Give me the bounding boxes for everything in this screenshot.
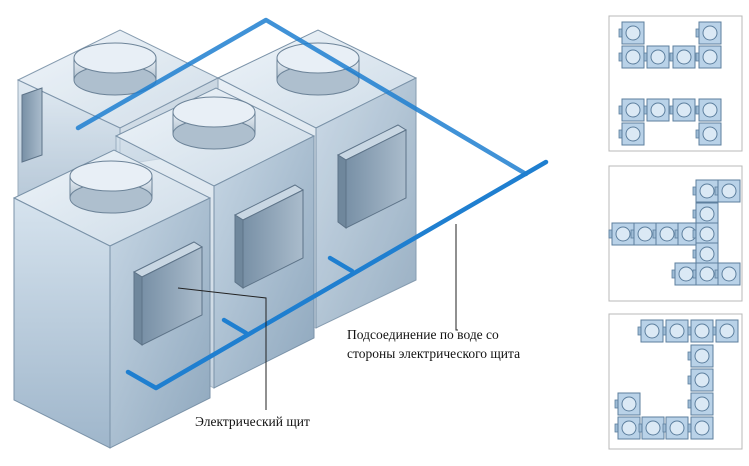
panel-box-middle: [233, 184, 305, 289]
layout-module-tile: [712, 319, 739, 343]
layout-module-tile: [695, 45, 722, 69]
layout-module-tile: [618, 98, 645, 122]
layout-panels: [608, 15, 743, 450]
layout-module-tile: [669, 45, 696, 69]
leader-lines: [177, 224, 458, 410]
layout-module-tile: [687, 344, 714, 368]
label-water-connection-line2: стороны электрического щита: [347, 346, 520, 361]
layout-module-tile: [687, 368, 714, 392]
layout-module-tile: [695, 21, 722, 45]
layout-module-tile: [630, 222, 657, 246]
layout-module-tile: [692, 262, 719, 286]
layout-module-tile: [614, 392, 641, 416]
layout-module-tile: [669, 98, 696, 122]
layout-module-tile: [618, 45, 645, 69]
panel-box-back-left: [21, 87, 43, 163]
layout-module-tile: [643, 98, 670, 122]
layout-module-tile: [662, 416, 689, 440]
fan-front: [69, 160, 153, 214]
layout-module-tile: [618, 122, 645, 146]
layout-module-tile: [695, 122, 722, 146]
layout-module-tile: [687, 319, 714, 343]
layout-module-tile: [687, 392, 714, 416]
units-group: [12, 29, 418, 449]
water-pipe: [75, 17, 549, 391]
layout-module-tile: [608, 222, 635, 246]
layout-module-tile: [692, 202, 719, 226]
layout-module-tile: [687, 416, 714, 440]
fan-back-left: [73, 42, 157, 96]
layout-module-tile: [674, 222, 701, 246]
layout-module-tile: [692, 179, 719, 203]
unit-front: [12, 149, 212, 449]
layout-module-tile: [714, 262, 741, 286]
layout-module-tile: [652, 222, 679, 246]
layout-module-tile: [692, 242, 719, 266]
panel-box-front: [132, 241, 204, 346]
layout-module-tile: [662, 319, 689, 343]
label-electric-panel: Электрический щит: [195, 414, 310, 429]
layout-module-tile: [638, 416, 665, 440]
layout-module-tile: [637, 319, 664, 343]
layout-module-tile: [714, 179, 741, 203]
label-water-connection-line1: Подсоединение по воде со: [347, 327, 499, 342]
layout-module-tile: [614, 416, 641, 440]
layout-module-tile: [692, 222, 719, 246]
panel-box-back-right: [336, 124, 408, 229]
layout-module-tile: [618, 21, 645, 45]
layout-module-tile: [643, 45, 670, 69]
layout-module-tile: [695, 98, 722, 122]
fan-middle: [172, 96, 256, 150]
